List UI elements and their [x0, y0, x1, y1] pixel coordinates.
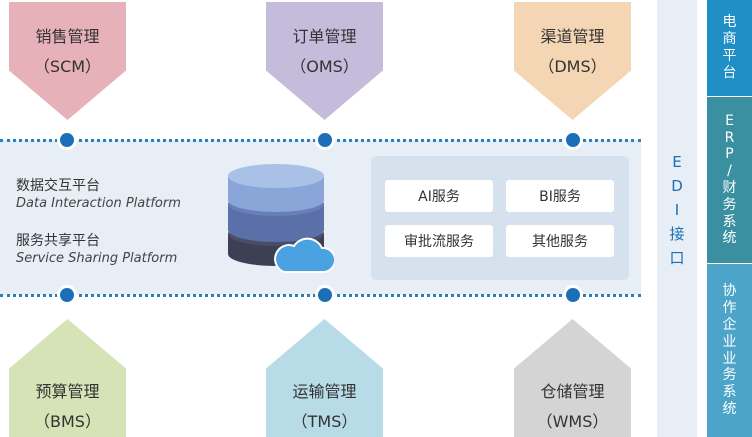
service-bi: BI服务	[506, 180, 614, 212]
module-oms: 订单管理 （OMS）	[266, 2, 383, 120]
module-bms-code: （BMS）	[34, 412, 101, 431]
module-oms-code: （OMS）	[290, 57, 359, 76]
data-platform-cn: 数据交互平台	[16, 178, 100, 194]
module-tms: 运输管理 （TMS）	[266, 319, 383, 437]
module-tms-code: （TMS）	[291, 412, 358, 431]
services-panel: AI服务 BI服务 审批流服务 其他服务	[371, 156, 629, 280]
module-oms-name: 订单管理	[292, 27, 357, 46]
connector-node-bottom-1	[57, 285, 77, 305]
database-cloud-icon	[228, 164, 334, 273]
service-platform-cn: 服务共享平台	[16, 233, 100, 249]
connector-node-top-1	[57, 130, 77, 150]
module-wms: 仓储管理 （WMS）	[514, 319, 631, 437]
system-erp-finance: E R P / 财 务 系 统	[707, 97, 752, 263]
module-wms-code: （WMS）	[536, 412, 609, 431]
module-scm: 销售管理 （SCM）	[9, 2, 126, 120]
module-dms-name: 渠道管理	[540, 27, 605, 46]
connector-node-bottom-3	[563, 285, 583, 305]
edi-interface-column: E D I 接 口	[657, 0, 697, 437]
module-scm-code: （SCM）	[33, 57, 102, 76]
connector-node-bottom-2	[315, 285, 335, 305]
edi-interface-label: E D I 接 口	[669, 153, 685, 267]
system-collaboration-business: 协 作 企 业 业 务 系 统	[707, 264, 752, 437]
module-bms: 预算管理 （BMS）	[9, 319, 126, 437]
service-approval-flow: 审批流服务	[385, 225, 493, 257]
service-other: 其他服务	[506, 225, 614, 257]
system-ecommerce-platform: 电 商 平 台	[707, 0, 752, 96]
module-tms-name: 运输管理	[292, 382, 357, 401]
connector-node-top-2	[315, 130, 335, 150]
service-platform-en: Service Sharing Platform	[16, 251, 178, 266]
module-wms-name: 仓储管理	[540, 382, 605, 401]
module-dms: 渠道管理 （DMS）	[514, 2, 631, 120]
module-scm-name: 销售管理	[35, 27, 100, 46]
service-ai: AI服务	[385, 180, 493, 212]
module-bms-name: 预算管理	[35, 382, 100, 401]
data-platform-en: Data Interaction Platform	[16, 196, 181, 211]
connector-node-top-3	[563, 130, 583, 150]
module-dms-code: （DMS）	[538, 57, 607, 76]
